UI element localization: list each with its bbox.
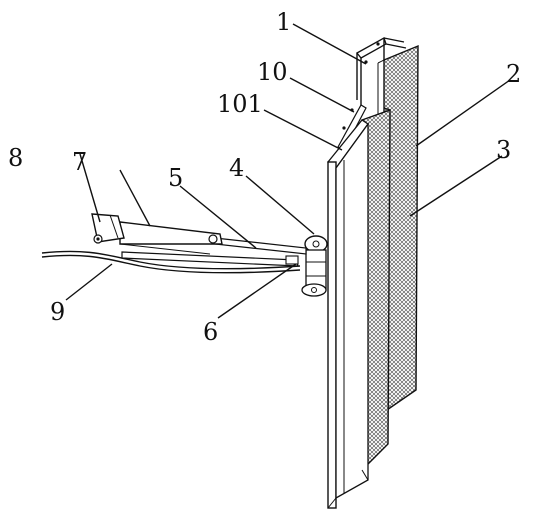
hinge-base	[301, 235, 328, 297]
label-4: 4	[229, 154, 244, 182]
wiper-arm	[119, 221, 223, 255]
label-5: 5	[168, 164, 183, 192]
label-2: 2	[506, 60, 521, 88]
leader-lines	[65, 23, 511, 319]
label-1: 1	[276, 8, 291, 36]
label-6: 6	[203, 318, 218, 346]
wiper-head	[91, 213, 125, 244]
front-frame-plate	[327, 119, 369, 509]
label-3: 3	[496, 136, 511, 164]
top-frame-rail	[356, 37, 407, 105]
cylinder-rod	[214, 237, 307, 255]
label-10: 10	[257, 58, 288, 86]
cable	[41, 250, 301, 274]
callout-labels: 1 10 101 2 3 4 5 6 7 8 9	[8, 8, 521, 346]
label-101: 101	[217, 90, 263, 118]
label-8: 8	[8, 144, 23, 172]
label-7: 7	[72, 148, 87, 176]
label-9: 9	[50, 298, 65, 326]
